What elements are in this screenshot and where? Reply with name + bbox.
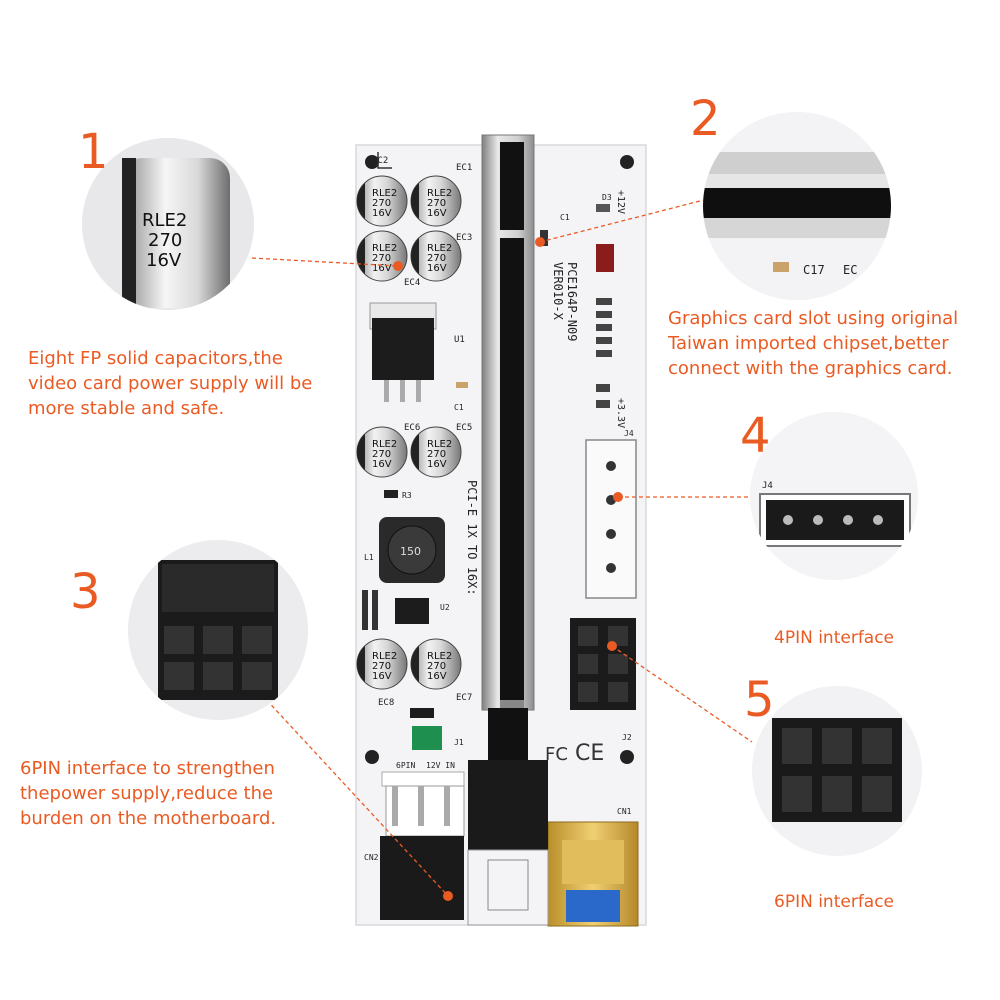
svg-text:270: 270	[427, 198, 446, 209]
svg-text:FC: FC	[545, 744, 568, 765]
svg-text:16V: 16V	[146, 250, 182, 271]
svg-text:270: 270	[372, 198, 391, 209]
svg-text:270: 270	[427, 253, 446, 264]
callout-text-3: 6PIN interface to strengthen thepower su…	[20, 758, 277, 829]
svg-text:+3.3V: +3.3V	[615, 398, 626, 428]
svg-text:270: 270	[427, 661, 446, 672]
model-silkscreen: PCE164P-N09 VER010-X	[551, 262, 579, 341]
callout-number-2: 2	[690, 91, 721, 147]
svg-text:RLE2: RLE2	[372, 439, 397, 450]
svg-text:+12V: +12V	[615, 190, 626, 214]
capacitor-group-bottom: RLE2 270 16V RLE2 270 16V EC8 EC7	[356, 638, 472, 708]
svg-text:CE: CE	[575, 741, 604, 766]
svg-text:RLE2: RLE2	[427, 651, 452, 662]
usb3-port	[547, 821, 639, 927]
molex-4pin-connector	[585, 439, 637, 599]
svg-text:RLE2: RLE2	[427, 243, 452, 254]
svg-text:C1: C1	[454, 403, 464, 412]
voltage-regulator-u1: U1	[369, 302, 465, 402]
svg-text:EC6: EC6	[404, 423, 420, 433]
svg-text:EC4: EC4	[404, 278, 420, 288]
svg-text:RLE2: RLE2	[142, 210, 187, 231]
callout-number-5: 5	[744, 672, 775, 728]
sata-power-connector-cn2: 6PIN 12V IN	[380, 761, 465, 920]
mount-hole	[365, 155, 379, 169]
svg-text:RLE2: RLE2	[427, 188, 452, 199]
pcie-6pin-connector-j2	[570, 618, 636, 710]
svg-text:EC8: EC8	[378, 698, 394, 708]
zoom-6pin-connector	[128, 540, 308, 720]
svg-text:16V: 16V	[427, 263, 447, 274]
svg-text:R3: R3	[402, 491, 412, 500]
svg-text:EC2: EC2	[372, 156, 388, 166]
svg-text:VER010-X: VER010-X	[551, 262, 565, 321]
callout-text-1: Eight FP solid capacitors,the video card…	[28, 348, 313, 419]
svg-text:CN1: CN1	[617, 807, 632, 816]
callout-number-1: 1	[78, 124, 109, 180]
svg-text:150: 150	[400, 545, 421, 558]
capacitor-group-middle: RLE2 270 16V RLE2 270 16V EC6 EC5	[356, 423, 472, 478]
zoom-6pin-connector-j2	[752, 686, 922, 856]
svg-text:RLE2: RLE2	[372, 651, 397, 662]
svg-text:270: 270	[148, 230, 182, 251]
leader-lines	[251, 199, 753, 897]
svg-text:EC1: EC1	[456, 163, 472, 173]
svg-text:6PIN: 6PIN	[396, 761, 415, 770]
svg-text:16V: 16V	[427, 459, 447, 470]
mount-hole	[365, 750, 379, 764]
zoom-capacitor: RLE2 270 16V	[82, 138, 254, 310]
svg-text:16V: 16V	[427, 208, 447, 219]
svg-text:D3: D3	[602, 193, 612, 202]
svg-text:12V IN: 12V IN	[426, 761, 455, 770]
inductor-l1: 150 L1	[364, 517, 445, 583]
svg-text:J4: J4	[624, 429, 634, 438]
callout-number-4: 4	[740, 408, 771, 464]
svg-text:EC3: EC3	[456, 233, 472, 243]
zoom-graphics-slot: C17 EC	[703, 112, 891, 300]
callout-number-3: 3	[70, 564, 101, 620]
svg-text:16V: 16V	[372, 671, 392, 682]
svg-text:16V: 16V	[372, 208, 392, 219]
zoom-4pin-connector: J4	[750, 412, 918, 580]
svg-text:16V: 16V	[427, 671, 447, 682]
slot-silkscreen: PCI-E 1X TO 16X:	[465, 480, 479, 596]
svg-text:C17: C17	[803, 263, 825, 277]
callout-text-5: 6PIN interface	[774, 892, 895, 912]
callout-text-4: 4PIN interface	[774, 628, 895, 648]
svg-text:PCI-E 1X TO 16X:: PCI-E 1X TO 16X:	[465, 480, 479, 596]
svg-text:J4: J4	[762, 481, 773, 491]
svg-text:EC7: EC7	[456, 693, 472, 703]
svg-text:CN2: CN2	[364, 853, 379, 862]
svg-text:RLE2: RLE2	[372, 243, 397, 254]
svg-text:EC5: EC5	[456, 423, 472, 433]
svg-text:270: 270	[372, 253, 391, 264]
capacitor-group-top: RLE2 270 16V RLE2 270 16V RLE2 270 16V R…	[356, 156, 472, 288]
svg-text:RLE2: RLE2	[372, 188, 397, 199]
callout-text-2: Graphics card slot using original Taiwan…	[668, 308, 959, 379]
svg-text:PCE164P-N09: PCE164P-N09	[565, 262, 579, 341]
svg-text:16V: 16V	[372, 459, 392, 470]
svg-text:270: 270	[372, 449, 391, 460]
svg-text:16V: 16V	[372, 263, 392, 274]
svg-text:EC: EC	[843, 263, 857, 277]
svg-text:270: 270	[427, 449, 446, 460]
mount-hole	[620, 750, 634, 764]
pcie-x16-slot	[481, 134, 535, 768]
svg-text:U2: U2	[440, 603, 450, 612]
svg-text:U1: U1	[454, 335, 465, 345]
mount-hole	[620, 155, 634, 169]
cable-strap	[468, 760, 548, 850]
svg-text:L1: L1	[364, 553, 374, 562]
svg-text:RLE2: RLE2	[427, 439, 452, 450]
svg-text:C1: C1	[560, 213, 570, 222]
svg-text:J2: J2	[622, 733, 632, 742]
svg-text:J1: J1	[454, 738, 464, 747]
svg-text:270: 270	[372, 661, 391, 672]
